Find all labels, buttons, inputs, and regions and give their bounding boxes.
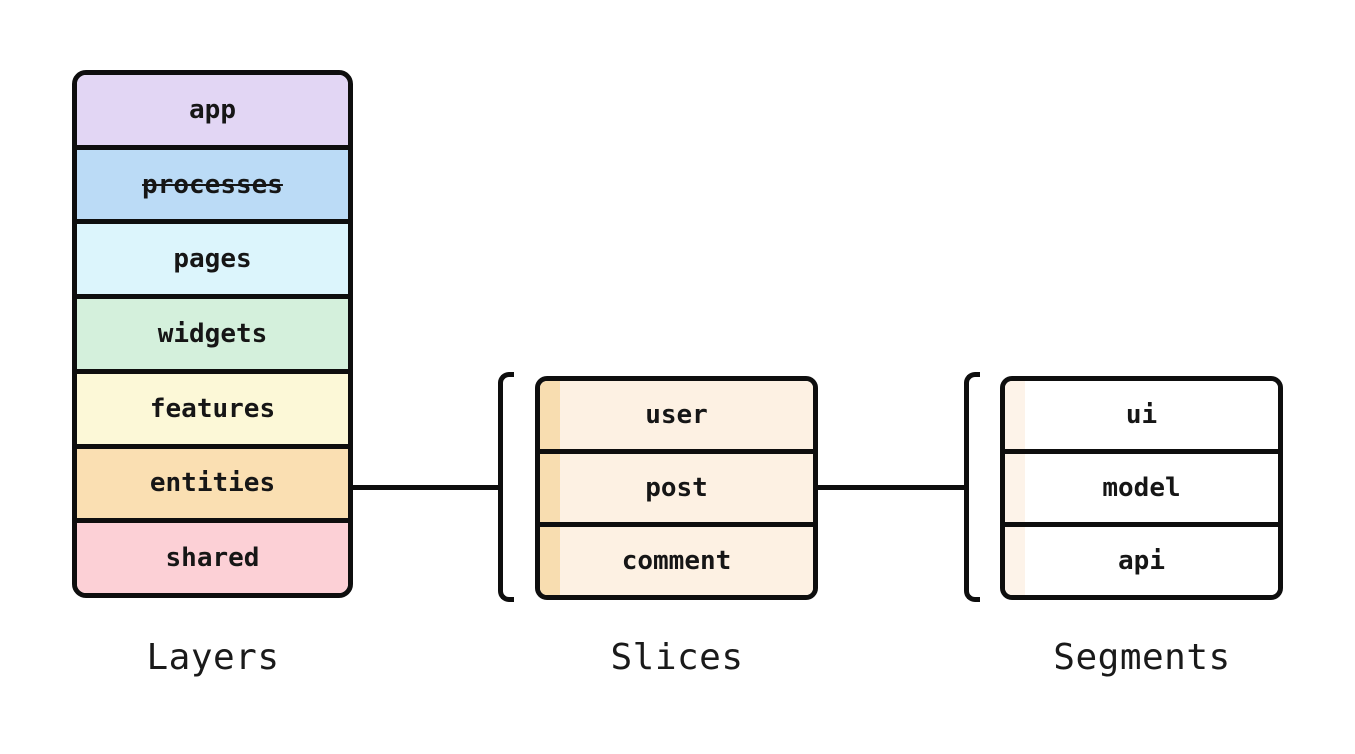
slices-stack: user post comment <box>535 376 818 600</box>
segments-bracket <box>964 372 980 602</box>
layer-label-processes: processes <box>142 169 283 200</box>
slice-row-post: post <box>540 449 813 522</box>
layer-row-widgets: widgets <box>77 294 348 369</box>
segment-row-api: api <box>1005 522 1278 595</box>
segment-label-ui: ui <box>1125 400 1158 430</box>
layer-label-pages: pages <box>173 244 252 275</box>
slice-label-post: post <box>645 473 708 503</box>
segments-stack: ui model api <box>1000 376 1283 600</box>
layer-label-entities: entities <box>149 468 276 499</box>
layer-label-app: app <box>189 94 236 125</box>
slice-row-comment: comment <box>540 522 813 595</box>
layers-stack: app processes pages widgets features ent… <box>72 70 353 598</box>
layers-caption: Layers <box>146 637 280 678</box>
layer-row-processes: processes <box>77 144 348 220</box>
slice-label-comment: comment <box>621 546 732 576</box>
slice-label-user: user <box>645 400 708 430</box>
connector-layers-slices <box>351 485 500 490</box>
segments-caption: Segments <box>1053 637 1231 678</box>
layer-label-shared: shared <box>165 543 260 574</box>
segment-row-ui: ui <box>1005 381 1278 449</box>
layer-row-shared: shared <box>77 518 348 593</box>
layer-row-app: app <box>77 75 348 145</box>
connector-slices-segments <box>816 485 966 490</box>
layer-row-pages: pages <box>77 219 348 295</box>
layer-label-features: features <box>149 393 276 424</box>
segment-label-model: model <box>1102 473 1181 503</box>
slices-caption: Slices <box>610 637 744 678</box>
slices-bracket <box>498 372 514 602</box>
slice-row-user: user <box>540 381 813 449</box>
layer-row-features: features <box>77 368 348 444</box>
segment-row-model: model <box>1005 449 1278 522</box>
segment-label-api: api <box>1118 546 1165 576</box>
layer-row-entities: entities <box>77 443 348 519</box>
layer-label-widgets: widgets <box>157 319 268 350</box>
